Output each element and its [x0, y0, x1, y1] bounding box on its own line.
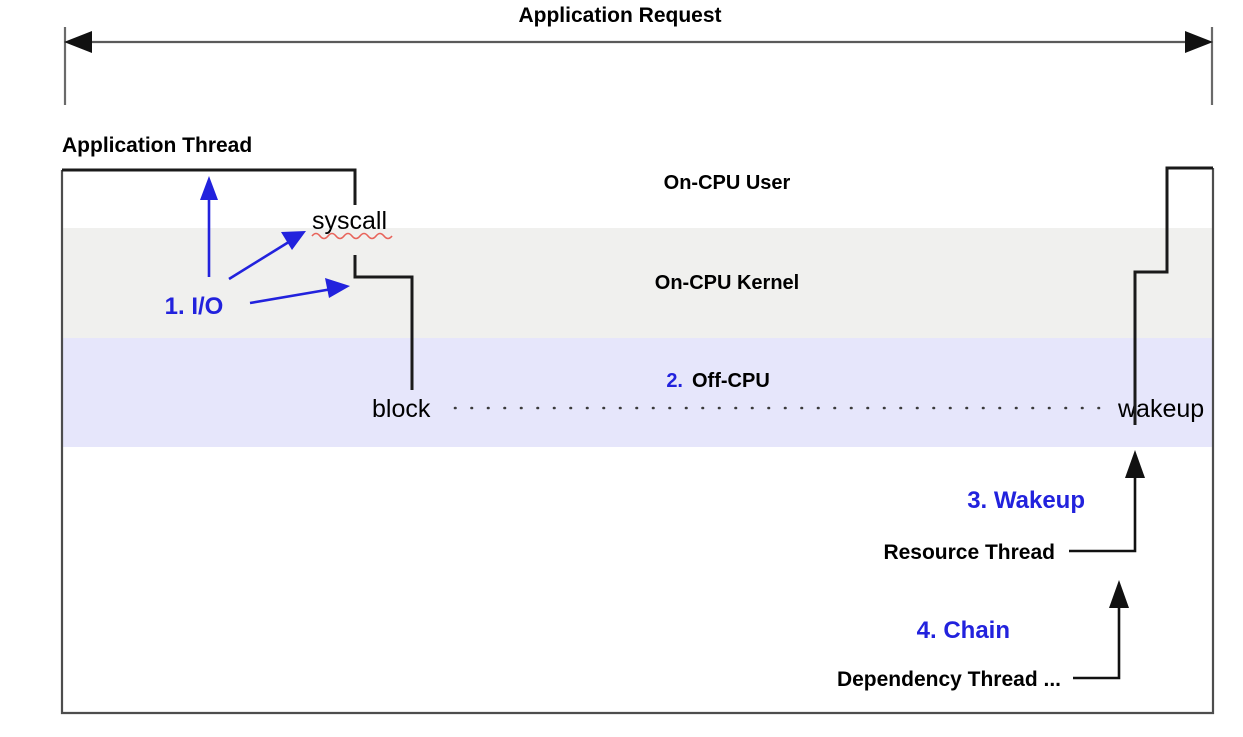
- annotation-step-1-io: 1. I/O: [165, 176, 350, 320]
- band-on-cpu-kernel: [62, 228, 1213, 338]
- application-thread-line: [62, 168, 414, 390]
- thread-label-resource: Resource Thread: [883, 541, 1055, 564]
- event-label-block: block: [372, 395, 431, 423]
- annotation-step-4-chain: 4. Chain: [917, 580, 1129, 680]
- step-number-2: 2.: [666, 370, 683, 392]
- event-syscall: syscall: [311, 207, 393, 240]
- annotation-step-3-wakeup: 3. Wakeup: [967, 450, 1145, 553]
- spellcheck-squiggle-icon: [311, 232, 393, 240]
- frame-box: [60, 168, 1215, 715]
- thread-label-application: Application Thread: [62, 134, 252, 157]
- application-request-span: [63, 27, 1214, 105]
- band-off-cpu: [62, 338, 1213, 447]
- event-label-wakeup: wakeup: [1117, 395, 1204, 423]
- band-label-off-cpu-text: Off-CPU: [692, 370, 770, 392]
- band-label-off-cpu: 2. Off-CPU: [666, 370, 769, 392]
- band-label-on-cpu-kernel: On-CPU Kernel: [655, 272, 799, 294]
- band-label-on-cpu-user: On-CPU User: [664, 172, 791, 194]
- event-label-syscall: syscall: [312, 207, 387, 235]
- step-label-1-io: 1. I/O: [165, 293, 224, 320]
- thread-label-dependency: Dependency Thread ...: [837, 668, 1061, 691]
- application-thread-resume-line: [1133, 166, 1213, 425]
- diagram-title: Application Request: [518, 4, 721, 27]
- step-label-4-chain: 4. Chain: [917, 617, 1010, 644]
- step-label-3-wakeup: 3. Wakeup: [967, 487, 1085, 514]
